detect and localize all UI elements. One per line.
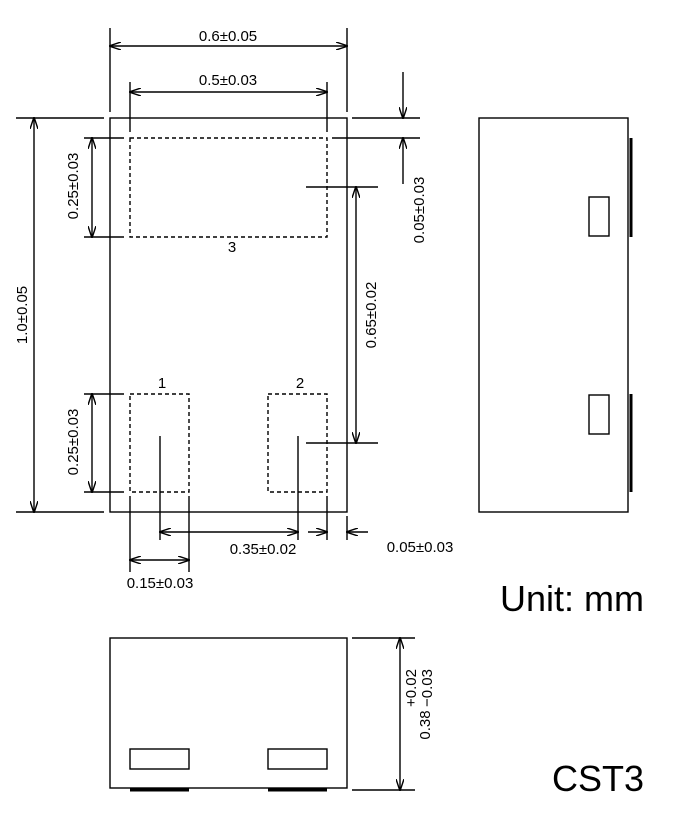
dim-pad-span-width-label: 0.5±0.03 [199, 72, 257, 89]
pin-3-label: 3 [228, 239, 236, 256]
dim-pad-offset-side-label: 0.05±0.03 [387, 539, 454, 556]
dim-pad-pitch-vertical-label: 0.65±0.02 [363, 282, 380, 349]
top-view: 3 1 2 [109, 117, 348, 513]
dim-overall-length: 1.0±0.05 [14, 118, 104, 512]
pad-1 [129, 393, 190, 493]
dim-overall-length-label: 1.0±0.05 [14, 286, 31, 344]
side-view-pad-top [588, 196, 610, 237]
dim-pad-offset-side: 0.05±0.03 [308, 496, 453, 556]
package-name-label: CST3 [552, 758, 644, 799]
side-view-pad-bottom [588, 394, 610, 435]
dim-pad-width: 0.15±0.03 [127, 496, 194, 592]
side-view-body [478, 117, 629, 513]
dim-pad-offset-top: 0.05±0.03 [332, 72, 428, 243]
front-view [109, 637, 348, 792]
front-view-pad-2 [267, 748, 328, 770]
pin-1-label: 1 [158, 375, 166, 392]
dim-bottom-pad-height-label: 0.25±0.03 [65, 409, 82, 476]
dim-pad-pitch-horizontal: 0.35±0.02 [160, 436, 298, 558]
dim-pad-offset-top-label: 0.05±0.03 [411, 177, 428, 244]
pin-2-label: 2 [296, 375, 304, 392]
dim-pad-span-width: 0.5±0.03 [130, 72, 327, 132]
side-view [478, 117, 633, 513]
dim-pad-pitch-vertical: 0.65±0.02 [306, 187, 380, 443]
dim-bottom-pad-height: 0.25±0.03 [65, 394, 124, 492]
dim-top-pad-height: 0.25±0.03 [65, 138, 124, 237]
dim-overall-width-label: 0.6±0.05 [199, 28, 257, 45]
dim-overall-width: 0.6±0.05 [110, 28, 347, 112]
dim-height-tol-plus-label: +0.02 [403, 669, 420, 707]
dim-height: 0.38 +0.02 −0.03 [352, 638, 436, 790]
top-view-body [109, 117, 348, 513]
dim-height-tol-minus-label: −0.03 [419, 669, 436, 707]
dim-height-nominal-label: 0.38 [417, 710, 434, 739]
dim-pad-pitch-horizontal-label: 0.35±0.02 [230, 541, 297, 558]
dim-pad-width-label: 0.15±0.03 [127, 575, 194, 592]
dim-top-pad-height-label: 0.25±0.03 [65, 153, 82, 220]
front-view-pad-1 [129, 748, 190, 770]
unit-label: Unit: mm [500, 578, 644, 619]
